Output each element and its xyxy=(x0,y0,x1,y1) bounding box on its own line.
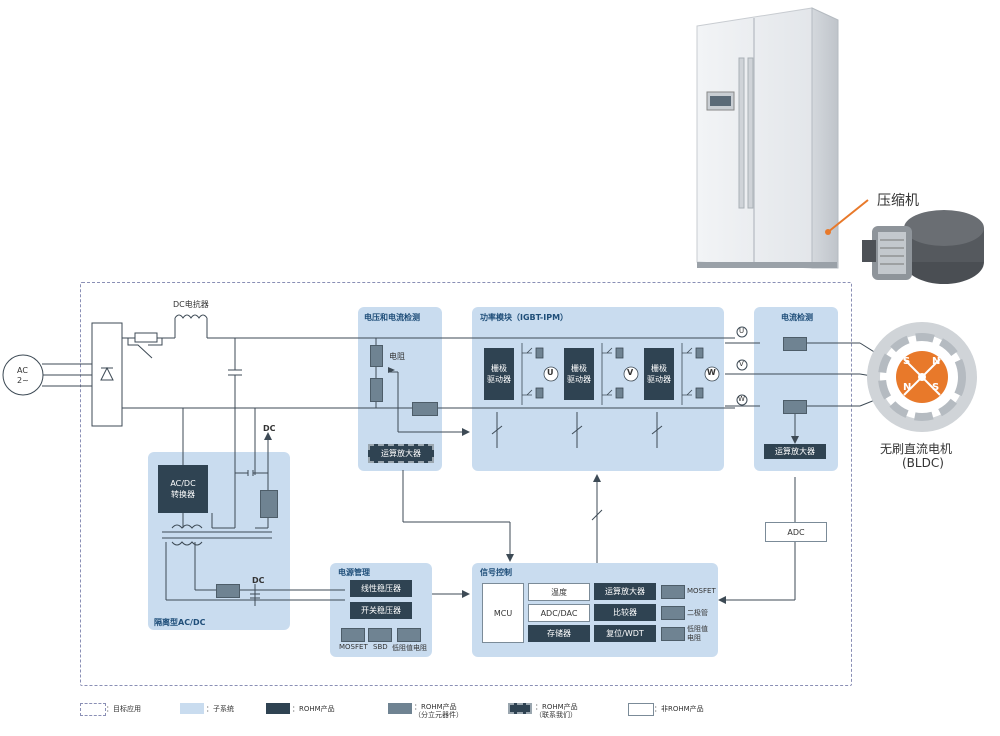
output-diode xyxy=(216,584,240,598)
comparator-block: 比较器 xyxy=(594,604,656,621)
compressor-label: 压缩机 xyxy=(877,193,919,209)
legend-discrete-swatch xyxy=(388,703,412,714)
pm-sbd xyxy=(368,628,392,642)
motor-pole-s1: S xyxy=(903,356,911,367)
linear-regulator: 线性稳压器 xyxy=(350,580,412,597)
motor-label-2: (BLDC) xyxy=(902,456,944,470)
pm-low-res-label: 低阻值电阻 xyxy=(392,644,427,652)
power-module-title: 功率模块（IGBT-IPM） xyxy=(480,313,569,322)
motor-label-1: 无刷直流电机 xyxy=(880,442,953,456)
pm-sbd-label: SBD xyxy=(373,643,388,651)
motor-pole-n2: N xyxy=(903,382,912,393)
legend-contact-label: ：ROHM产品 （联系我们） xyxy=(535,703,578,719)
ipm-phase-v: V xyxy=(627,368,634,377)
memory-block: 存储器 xyxy=(528,625,590,642)
shunt-resistor xyxy=(412,402,438,416)
dc-label-top: DC xyxy=(263,424,276,433)
temp-block: 温度 xyxy=(528,583,590,601)
legend-subsystem-swatch xyxy=(180,703,204,714)
dc-reactor-label: DC电抗器 xyxy=(173,300,209,309)
sig-low-resistor xyxy=(661,627,685,641)
adc-dac-block: ADC/DAC xyxy=(528,604,590,622)
sig-mosfet xyxy=(661,585,685,599)
voltage-resistor-1 xyxy=(370,345,383,367)
cd-opamp: 运算放大器 xyxy=(764,444,826,459)
current-detect-subsystem xyxy=(754,307,838,471)
gate-driver-w: 栅极 驱动器 xyxy=(644,348,674,400)
legend-nonrohm-swatch xyxy=(628,703,654,716)
power-management-title: 电源管理 xyxy=(338,568,370,577)
phase-w-label: W xyxy=(738,395,745,403)
sig-diode xyxy=(661,606,685,620)
legend-target-label: ：目标应用 xyxy=(106,705,141,713)
pm-low-resistor xyxy=(397,628,421,642)
legend-subsystem-label: ：子系统 xyxy=(206,705,234,713)
mcu-block: MCU xyxy=(482,583,524,643)
voltage-current-title: 电压和电流检测 xyxy=(364,313,420,322)
legend-rohm-swatch xyxy=(266,703,290,714)
current-shunt-u xyxy=(783,337,807,351)
ac-source-label-1: AC xyxy=(17,366,28,375)
ac-source-label-2: 2~ xyxy=(17,376,29,385)
sig-low-res-label: 低阻值 电阻 xyxy=(687,625,708,642)
legend-nonrohm-label: ：非ROHM产品 xyxy=(654,705,704,713)
signal-control-title: 信号控制 xyxy=(480,568,512,577)
phase-v-label: V xyxy=(739,360,744,368)
sig-mosfet-label: MOSFET xyxy=(687,587,716,595)
current-detect-title: 电流检测 xyxy=(781,313,813,322)
current-shunt-w xyxy=(783,400,807,414)
ipm-phase-u: U xyxy=(547,368,554,377)
sig-opamp-block: 运算放大器 xyxy=(594,583,656,600)
legend-rohm-label: ：ROHM产品 xyxy=(292,705,335,713)
gate-driver-v: 栅极 驱动器 xyxy=(564,348,594,400)
reset-wdt-block: 复位/WDT xyxy=(594,625,656,642)
legend-discrete-label: ：ROHM产品 （分立元器件） xyxy=(414,703,463,719)
vc-opamp: 运算放大器 xyxy=(368,444,434,463)
bridge-rectifier xyxy=(260,490,278,518)
target-application-frame xyxy=(80,282,852,686)
ipm-phase-w: W xyxy=(707,368,716,377)
acdc-converter: AC/DC 转换器 xyxy=(158,465,208,513)
switching-regulator: 开关稳压器 xyxy=(350,602,412,619)
pm-mosfet-label: MOSFET xyxy=(339,643,368,651)
pm-mosfet xyxy=(341,628,365,642)
legend-contact-swatch xyxy=(508,703,532,714)
sig-diode-label: 二极管 xyxy=(687,609,708,617)
motor-pole-n1: N xyxy=(932,356,941,367)
isolated-acdc-title: 隔离型AC/DC xyxy=(154,618,206,627)
gate-driver-u: 栅极 驱动器 xyxy=(484,348,514,400)
voltage-resistor-2 xyxy=(370,378,383,402)
dc-label-mid: DC xyxy=(252,576,265,585)
adc-block: ADC xyxy=(765,522,827,542)
phase-u-label: U xyxy=(739,327,745,335)
legend-target-swatch xyxy=(80,703,106,716)
motor-pole-s2: S xyxy=(932,382,940,393)
resistor-label: 电阻 xyxy=(389,352,405,361)
